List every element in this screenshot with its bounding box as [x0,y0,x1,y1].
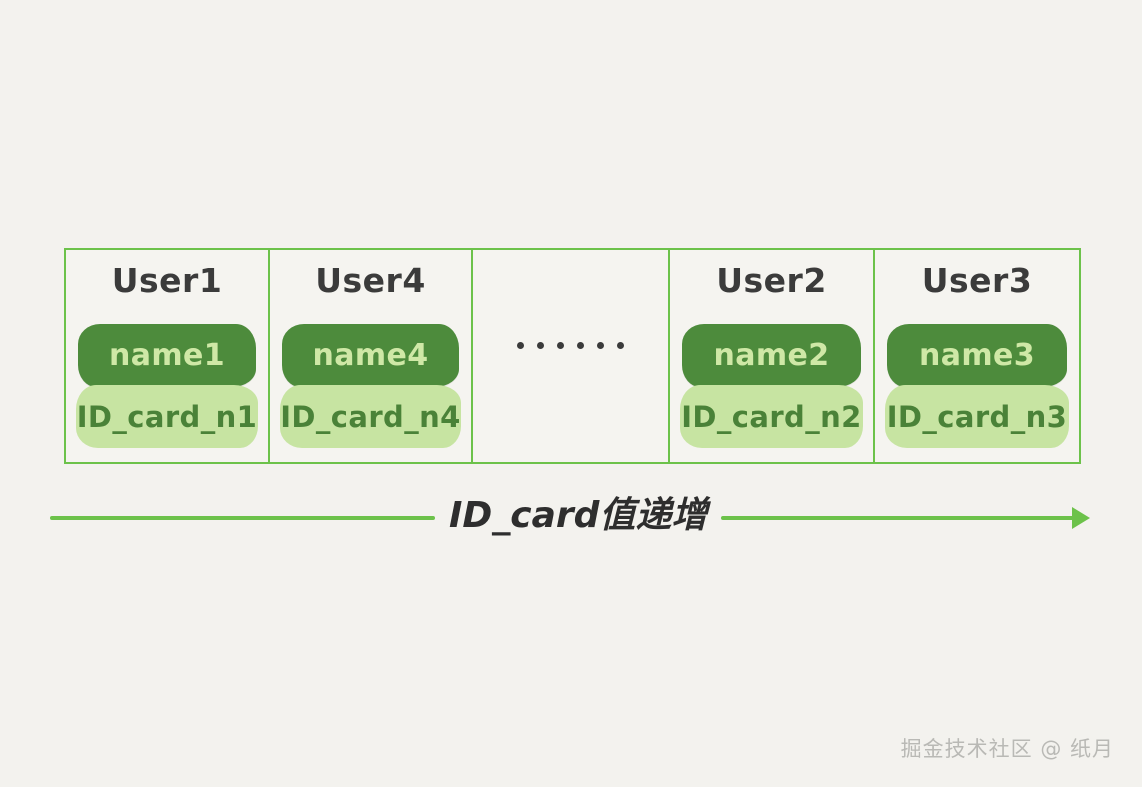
cell-title: User2 [716,261,827,300]
increasing-order-arrow: ID_card值递增 [50,490,1090,546]
cell-pill-stack: name4 ID_card_n4 [280,324,461,448]
arrow-caption: ID_card值递增 [449,495,708,536]
ellipsis-dot [577,342,584,349]
table-cell-user2: User2 name2 ID_card_n2 [670,250,875,462]
cell-pill-stack: name3 ID_card_n3 [885,324,1069,448]
cell-title: User4 [315,261,426,300]
table-cell-user3: User3 name3 ID_card_n3 [875,250,1079,462]
name-pill: name3 [887,324,1067,387]
arrow-line-right [721,516,1074,520]
cell-title: User3 [921,261,1033,300]
ellipsis-dot [517,342,524,349]
id-card-pill: ID_card_n3 [885,385,1069,448]
watermark-label: 掘金技术社区 @ 纸月 [900,737,1114,761]
cell-title: User1 [111,261,223,300]
id-card-pill: ID_card_n2 [680,385,863,448]
id-card-pill: ID_card_n1 [76,385,258,448]
arrow-head-icon [1072,507,1090,529]
table-cell-user4: User4 name4 ID_card_n4 [270,250,473,462]
ellipsis-dot [617,342,624,349]
name-pill: name2 [682,324,861,387]
user-row-table: User1 name1 ID_card_n1 User4 name4 ID_ca… [64,248,1081,464]
name-pill: name4 [282,324,459,387]
ellipsis-icon [473,342,668,349]
cell-pill-stack: name1 ID_card_n1 [76,324,258,448]
name-pill: name1 [78,324,256,387]
arrow-line-left [50,516,435,520]
id-card-pill: ID_card_n4 [280,385,461,448]
ellipsis-dot [597,342,604,349]
cell-pill-stack: name2 ID_card_n2 [680,324,863,448]
table-cell-user1: User1 name1 ID_card_n1 [66,250,270,462]
table-cell-ellipsis [473,250,670,462]
ellipsis-dot [537,342,544,349]
ellipsis-dot [557,342,564,349]
